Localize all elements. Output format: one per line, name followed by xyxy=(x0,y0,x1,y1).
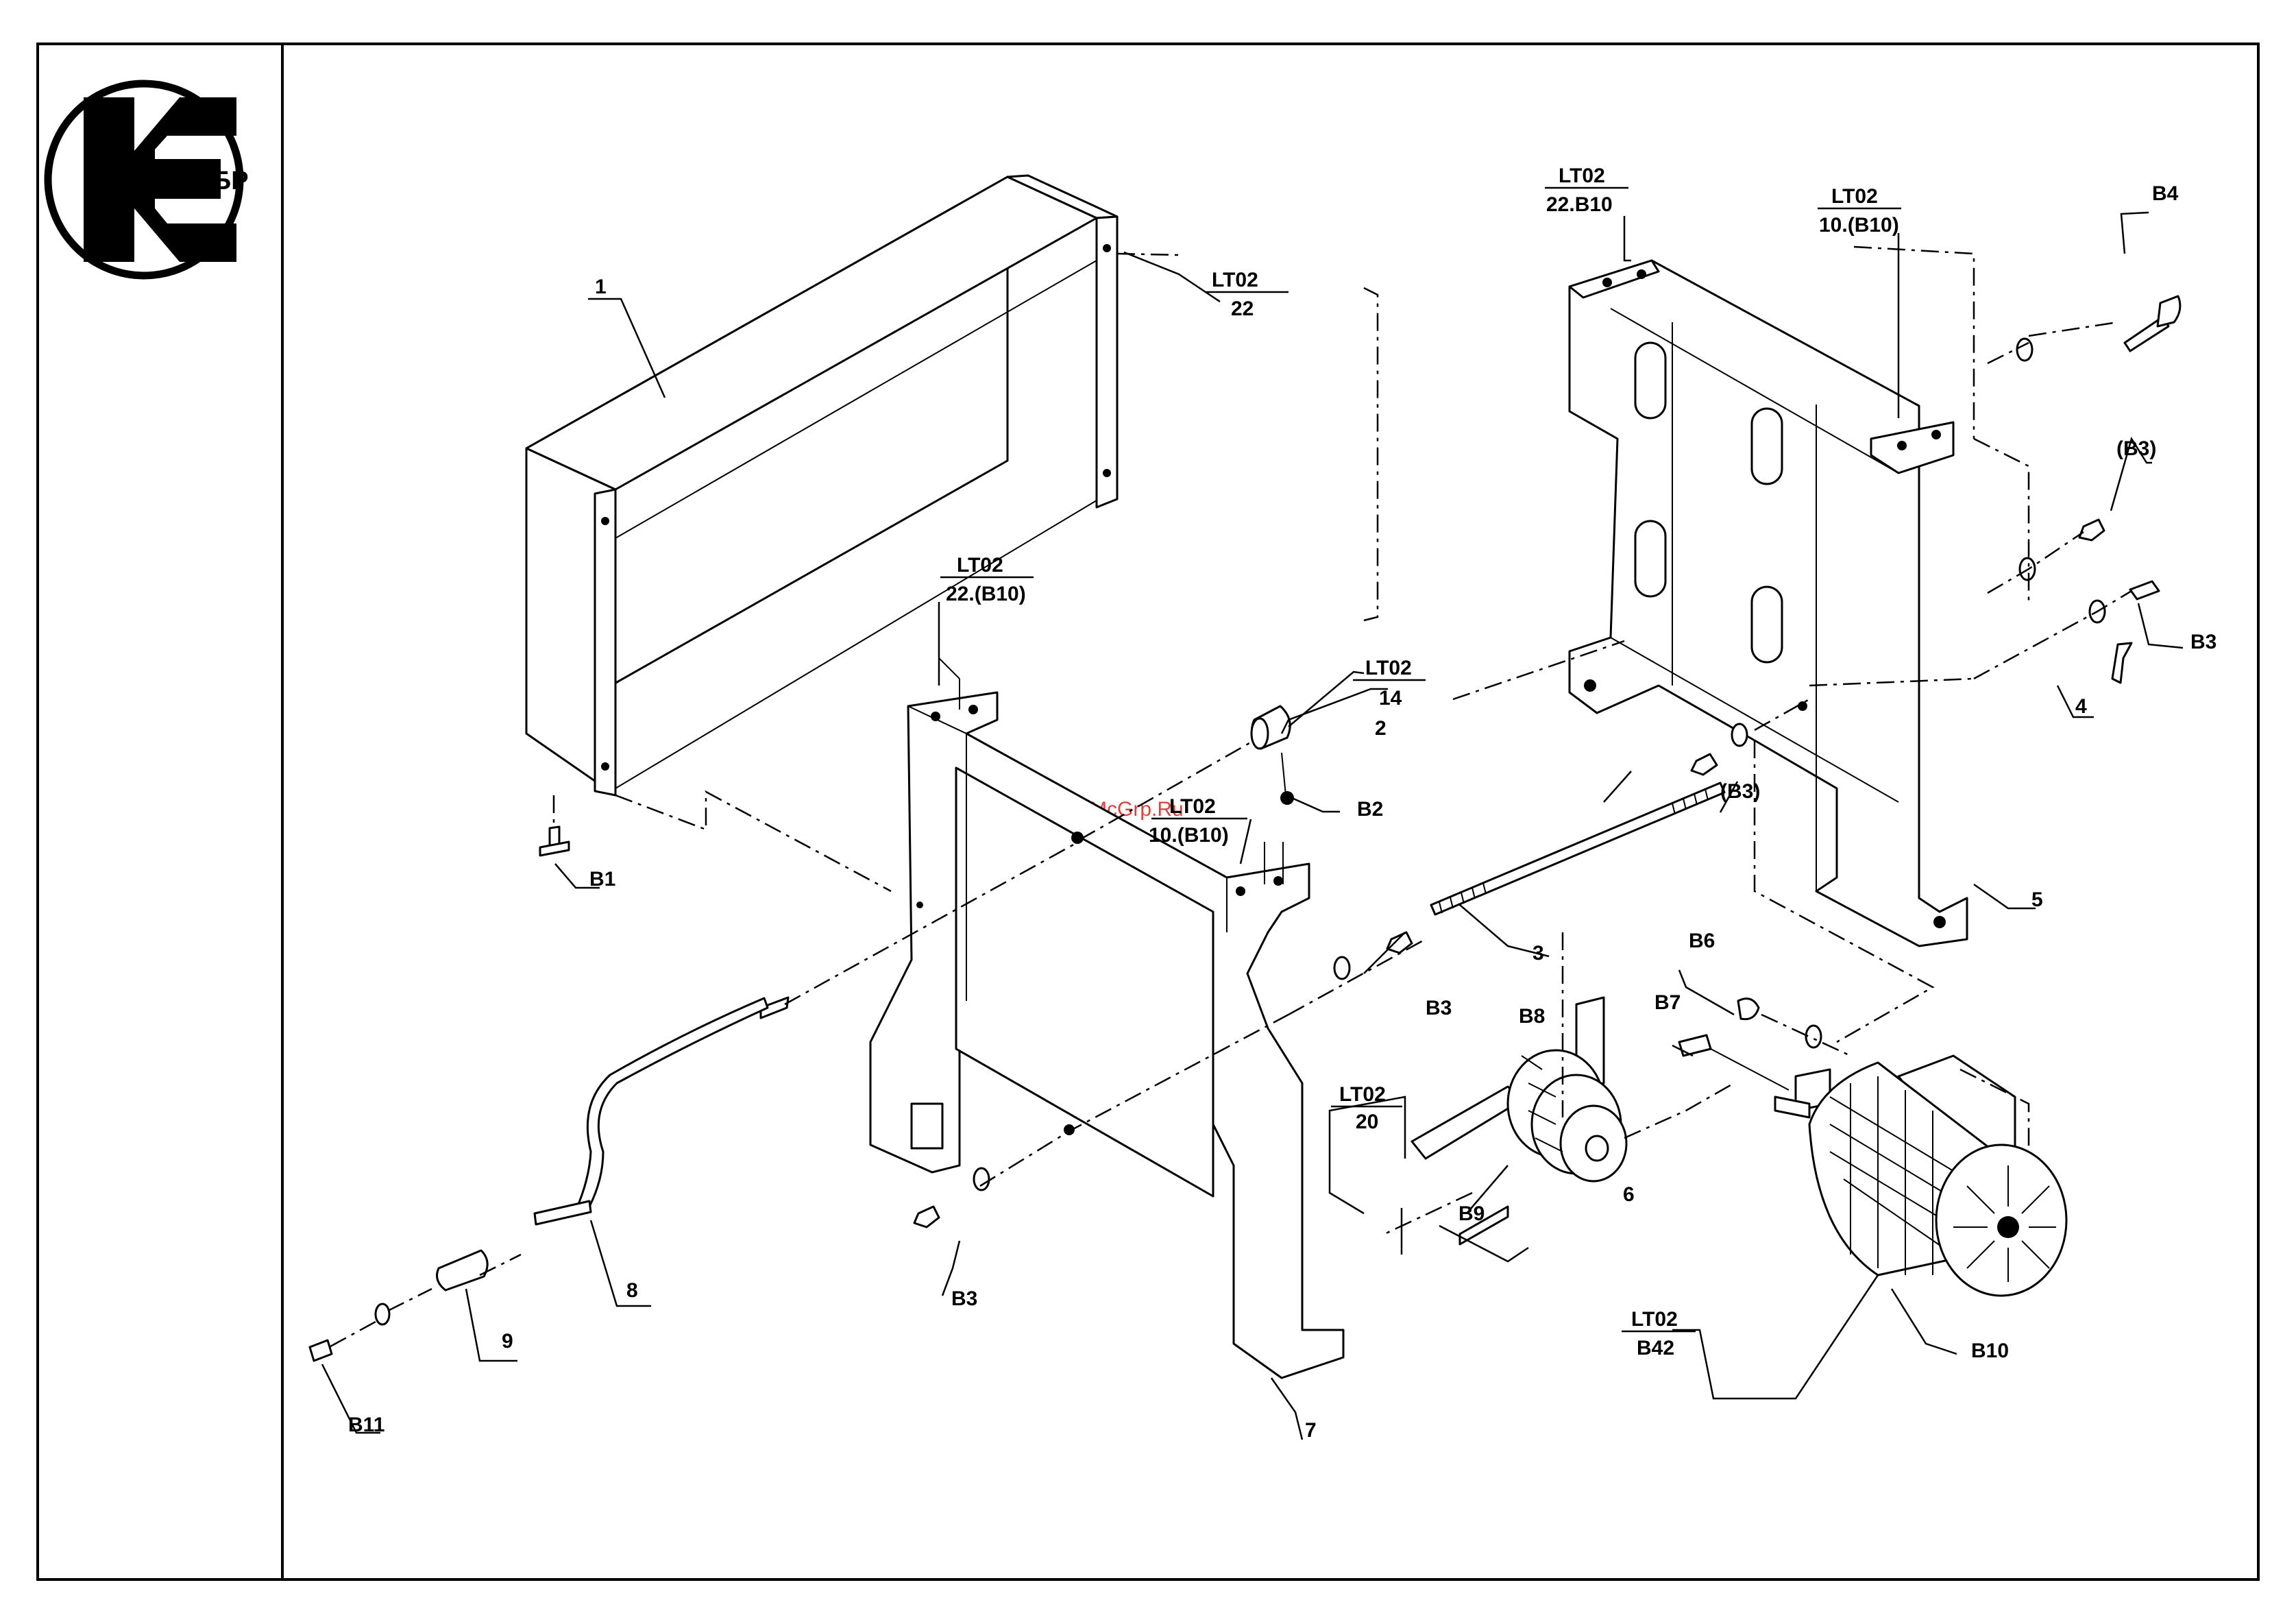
label-b4: B4 xyxy=(2152,182,2179,205)
part-5-rear-frame xyxy=(1570,261,1967,946)
label-part-8: 8 xyxy=(626,1279,638,1302)
ref-bottom: 22 xyxy=(1231,298,1254,320)
motor xyxy=(1775,1056,2066,1296)
label-b1: B1 xyxy=(589,868,615,891)
label-part-4: 4 xyxy=(2075,695,2087,718)
ref-top: LT02 xyxy=(1339,1083,1386,1106)
ref-top: LT02 xyxy=(1169,795,1216,818)
part-8-crank-handle xyxy=(535,997,788,1224)
ref-lt02-14: LT02 14 xyxy=(1353,657,1426,710)
ref-bottom: 22.B10 xyxy=(1546,193,1613,216)
label-b7: B7 xyxy=(1654,991,1681,1014)
label-part-1: 1 xyxy=(595,276,607,298)
ref-lt02-10-b10-top: LT02 10.(B10) xyxy=(1818,185,1901,237)
part-6-pulley xyxy=(1412,997,1626,1244)
ref-bottom: 14 xyxy=(1379,687,1402,710)
label-b2: B2 xyxy=(1357,798,1383,821)
label-part-9: 9 xyxy=(502,1330,513,1353)
label-b8: B8 xyxy=(1519,1005,1545,1028)
label-b6: B6 xyxy=(1689,930,1715,952)
ref-bottom: 10.(B10) xyxy=(1819,214,1899,237)
ref-bottom: B42 xyxy=(1637,1337,1674,1359)
label-part-3: 3 xyxy=(1532,942,1544,965)
part-3-threaded-rod xyxy=(1431,783,1724,915)
ref-lt02-b42: LT02 B42 xyxy=(1622,1308,1696,1359)
label-b10: B10 xyxy=(1971,1340,2009,1362)
label-b3-paren-right: (B3) xyxy=(2116,437,2156,460)
kalibr-logo: АЛИБР xyxy=(48,84,249,276)
label-b3-paren-mid: (B3) xyxy=(1720,780,1760,803)
ref-bottom: 22.(B10) xyxy=(946,583,1026,605)
part-1-cover-panel xyxy=(526,175,1117,795)
ref-top: LT02 xyxy=(1559,165,1605,187)
label-b3-right: B3 xyxy=(2190,631,2216,653)
label-b11: B11 xyxy=(348,1414,384,1436)
label-part-5: 5 xyxy=(2031,888,2043,911)
label-b3-lower: B3 xyxy=(951,1287,977,1310)
ref-lt02-22-b10: LT02 22.B10 xyxy=(1545,165,1628,216)
part-7-front-frame xyxy=(870,658,1343,1378)
ref-lt02-22: LT02 22 xyxy=(1206,269,1289,320)
logo-text: АЛИБР xyxy=(156,167,249,195)
ref-top: LT02 xyxy=(1212,269,1258,291)
ref-top: LT02 xyxy=(1831,185,1878,208)
label-part-6: 6 xyxy=(1623,1183,1635,1206)
label-b9: B9 xyxy=(1458,1202,1485,1225)
ref-lt02-22-paren-b10: LT02 22.(B10) xyxy=(940,554,1034,605)
ref-top: LT02 xyxy=(1631,1308,1678,1331)
ref-bottom: 10.(B10) xyxy=(1149,824,1229,847)
label-part-7: 7 xyxy=(1305,1419,1317,1442)
ref-top: LT02 xyxy=(1365,657,1412,679)
label-part-2: 2 xyxy=(1375,717,1387,740)
ref-bottom: 20 xyxy=(1356,1111,1378,1133)
ref-top: LT02 xyxy=(957,554,1003,577)
label-b3-mid: B3 xyxy=(1426,997,1452,1019)
